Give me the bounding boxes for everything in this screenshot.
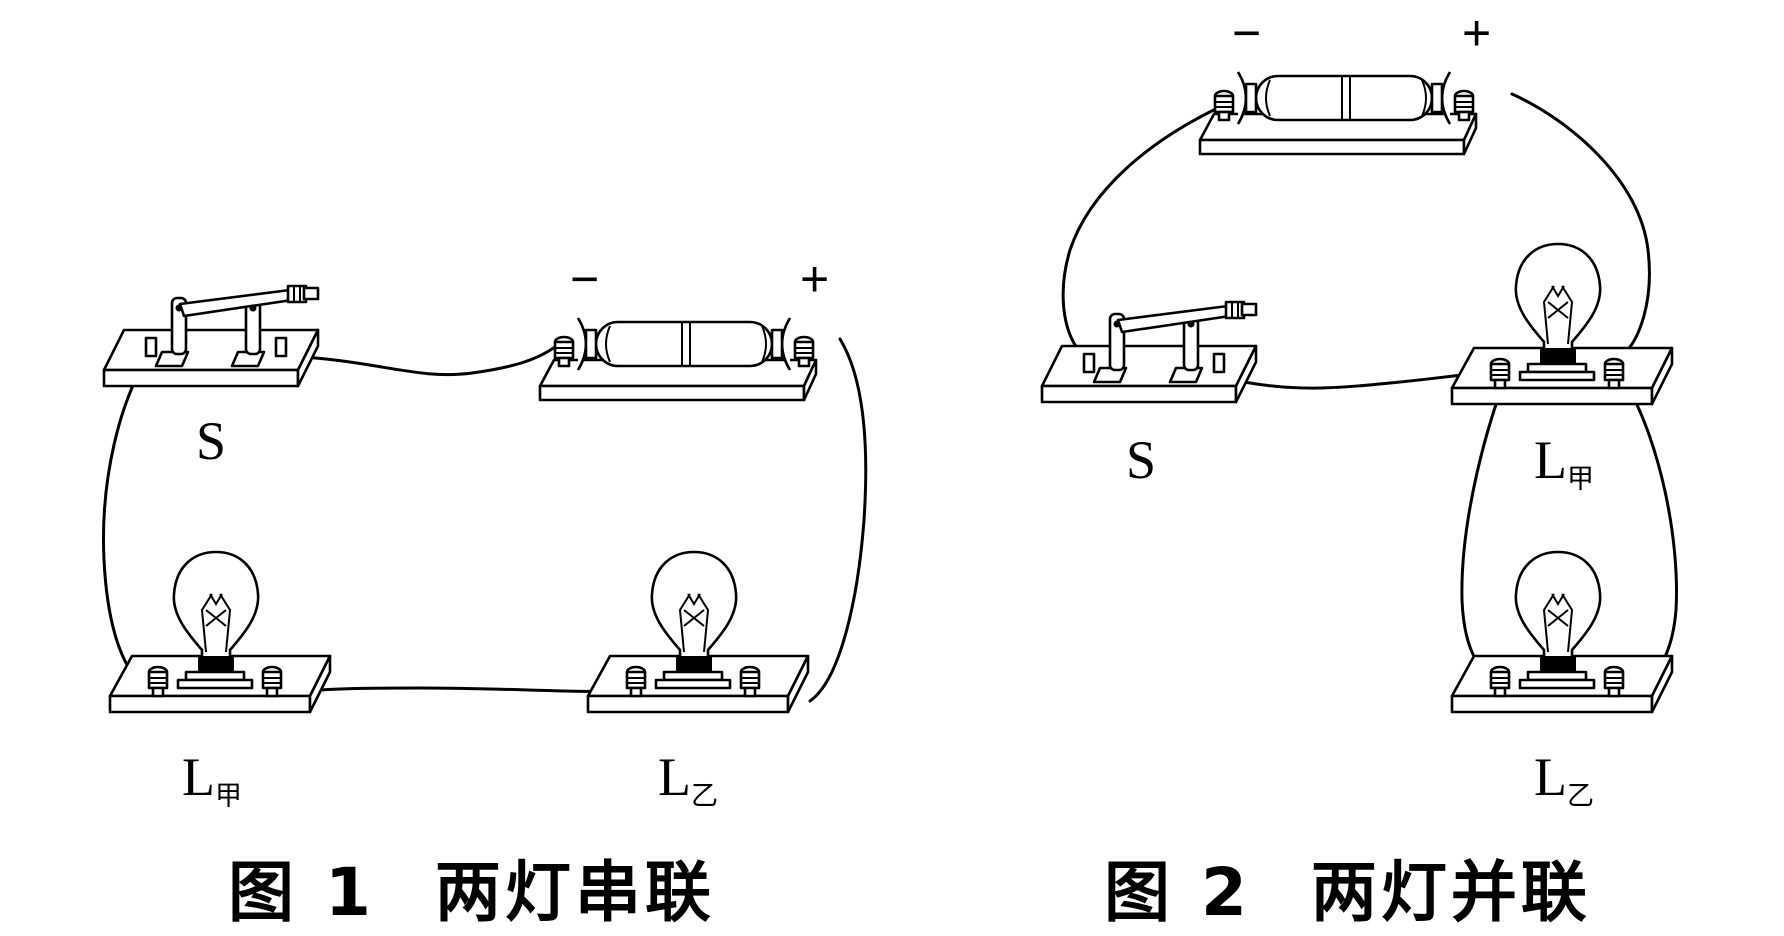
wire-switch-to-battery — [300, 341, 562, 377]
lamp-jia-label-2: L甲 — [1534, 430, 1594, 495]
battery-plus-sign: + — [800, 251, 829, 307]
switch-label-2: S — [1126, 430, 1156, 490]
wire-battery-minus-to-switch — [1061, 104, 1224, 354]
wire-battery-plus-to-lamp-jia — [1510, 92, 1651, 358]
wire-switch-to-lamp-a — [102, 356, 162, 692]
battery-minus-sign-2: − — [1232, 5, 1261, 61]
lamp-jia-2 — [1452, 244, 1672, 404]
battery-minus-sign: − — [570, 251, 599, 307]
wire-lamp-jia-left-to-lamp-yi — [1460, 370, 1512, 686]
lamp-jia — [110, 552, 330, 712]
wire-lamp-jia-right-to-lamp-yi — [1622, 378, 1678, 692]
switch-label: S — [196, 411, 226, 471]
wire-battery-to-lamp-b — [808, 337, 868, 703]
battery-plus-sign-2: + — [1462, 5, 1491, 61]
lamp-yi-label: L乙 — [658, 747, 718, 812]
lamp-yi-2 — [1452, 552, 1672, 712]
wire-lamp-a-to-lamp-b — [268, 686, 642, 699]
battery-pack-2 — [1200, 72, 1476, 154]
lamp-yi-label-2: L乙 — [1534, 747, 1594, 812]
lamp-jia-label: L甲 — [182, 747, 242, 812]
switch-s — [102, 284, 320, 388]
switch-s-2 — [1040, 300, 1258, 404]
lamp-yi — [588, 552, 808, 712]
battery-pack — [540, 318, 816, 400]
